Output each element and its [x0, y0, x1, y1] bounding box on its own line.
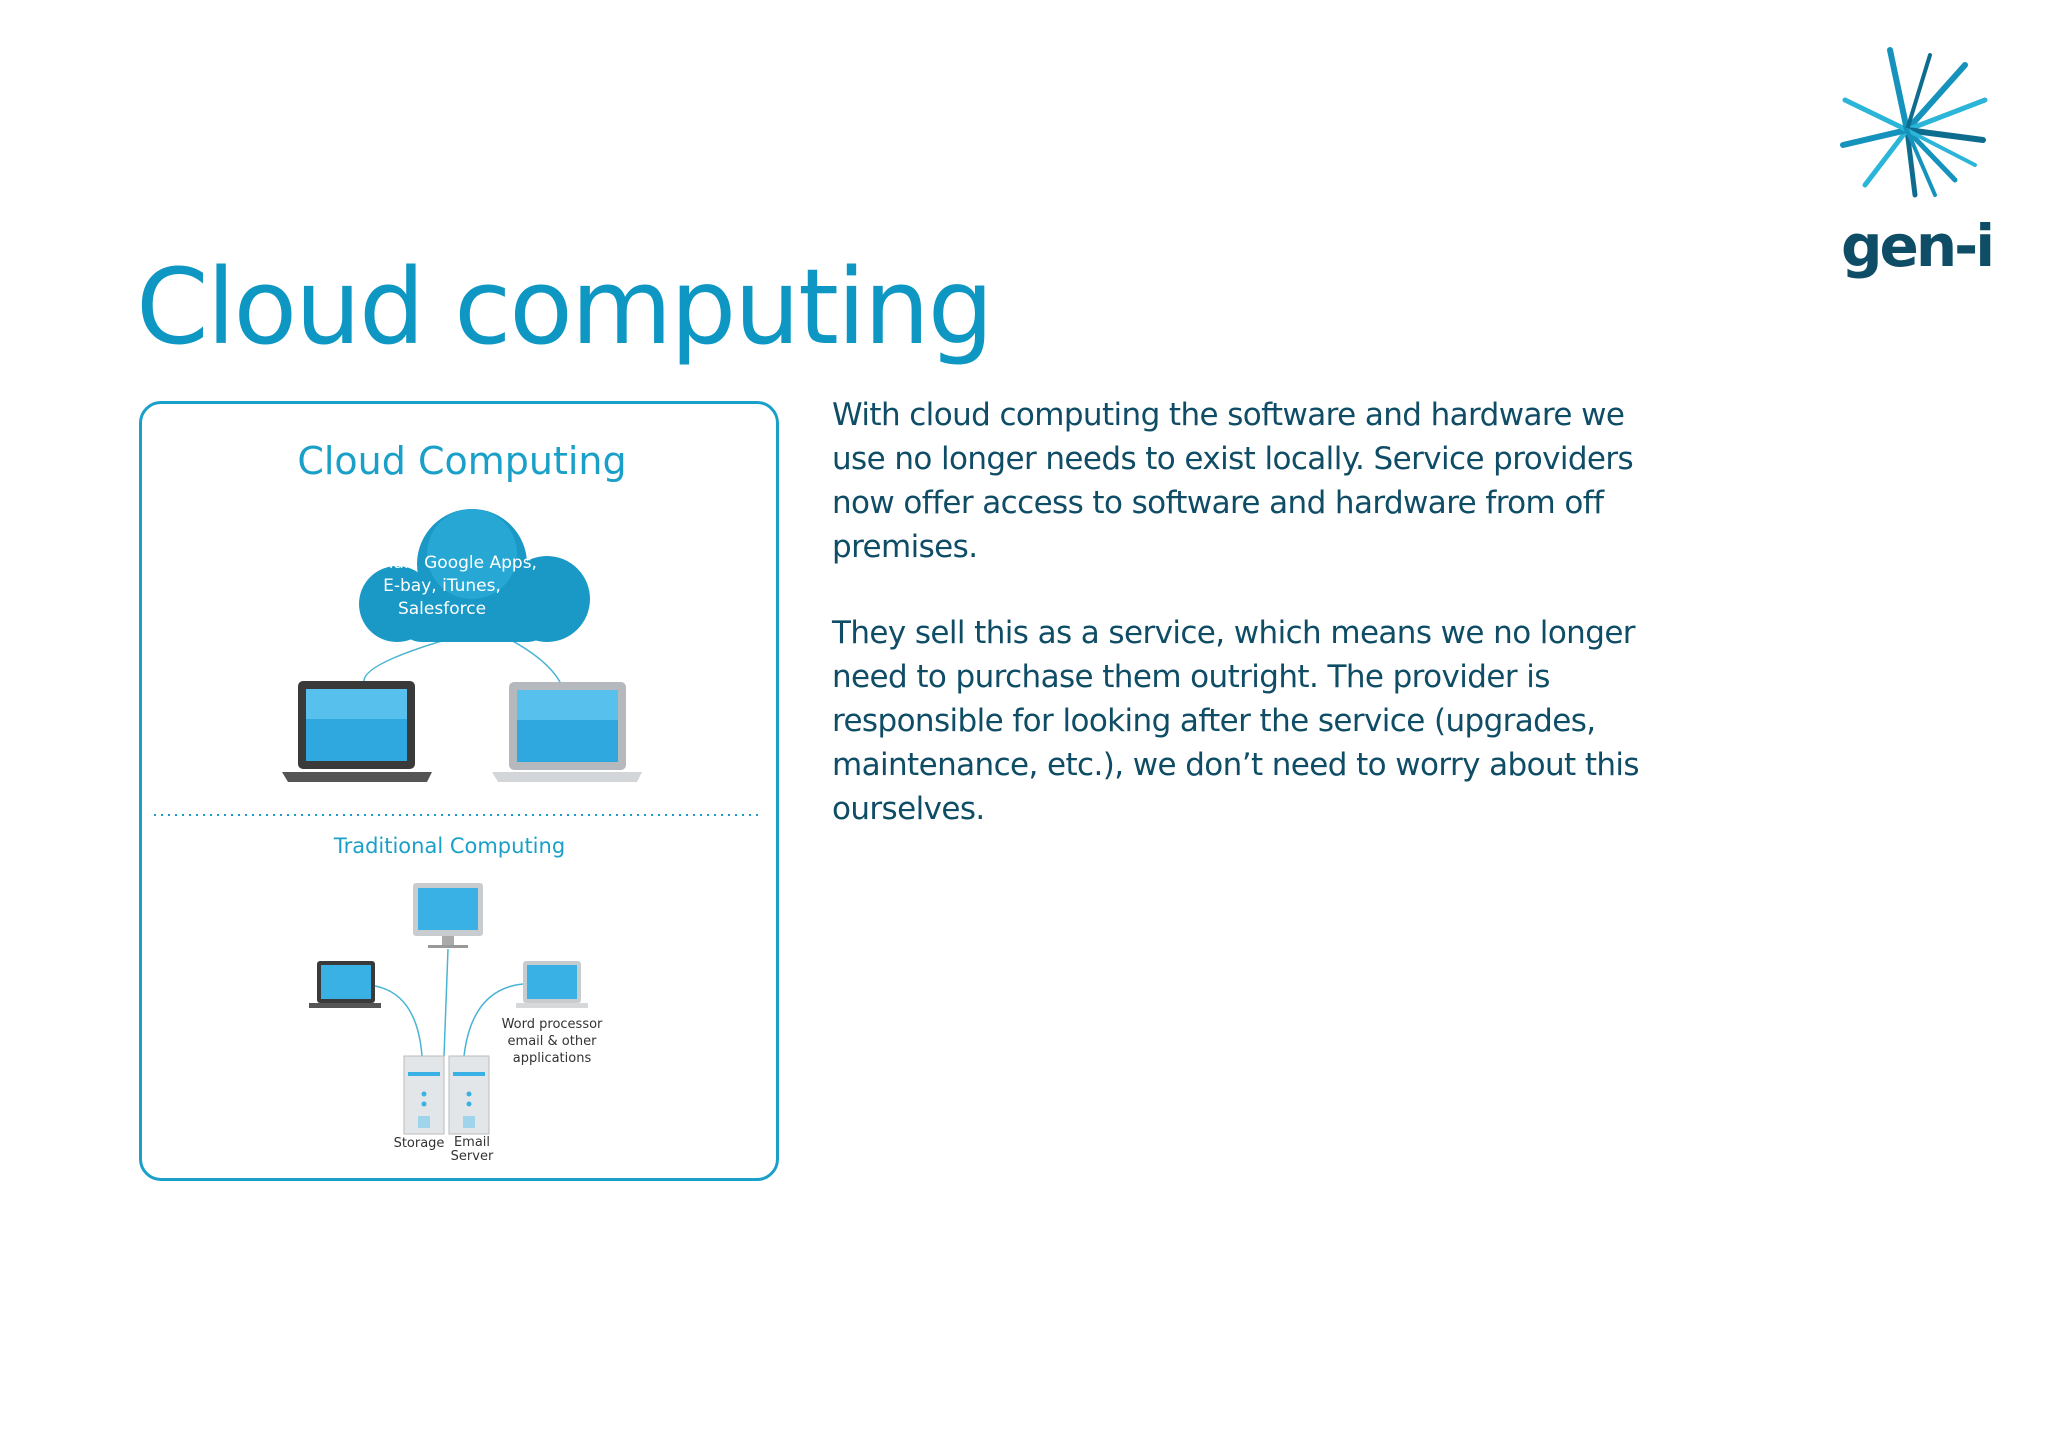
storage-label: Storage	[393, 1136, 445, 1151]
monitor-icon	[413, 883, 483, 948]
email-server-label: Email Server	[450, 1135, 494, 1164]
body-paragraph: They sell this as a service, which means…	[832, 615, 1640, 827]
traditional-computing-title: Traditional Computing	[333, 834, 566, 858]
laptop-dark-icon	[282, 681, 432, 782]
laptop-small-icon	[309, 961, 381, 1008]
laptop-silver-icon	[492, 682, 642, 782]
cloud-services-label: Hotmail, Google Apps, E-bay, iTunes, Sal…	[347, 553, 537, 619]
connector-line	[506, 637, 561, 683]
logo-wordmark: gen-i	[1841, 212, 1995, 280]
connector-line	[363, 637, 453, 683]
body-paragraph: With cloud computing the software and ha…	[832, 397, 1634, 565]
gen-i-logo: gen-i	[1835, 45, 1995, 275]
body-text: With cloud computing the software and ha…	[832, 393, 1652, 873]
laptop-small-silver-icon	[516, 961, 588, 1008]
connector-line	[374, 985, 423, 1057]
server-icon	[403, 1055, 490, 1135]
connector-line	[463, 983, 524, 1057]
page-title: Cloud computing	[136, 246, 994, 368]
applications-label: Word processor email & other application…	[501, 1017, 603, 1066]
cloud-icon	[359, 509, 590, 642]
diagram-title: Cloud Computing	[297, 439, 627, 483]
cloud-diagram: Cloud Computing Hotmail, Google Apps, E-…	[139, 401, 779, 1181]
starburst-logo-icon	[1840, 47, 1988, 198]
connector-line	[443, 948, 449, 1057]
